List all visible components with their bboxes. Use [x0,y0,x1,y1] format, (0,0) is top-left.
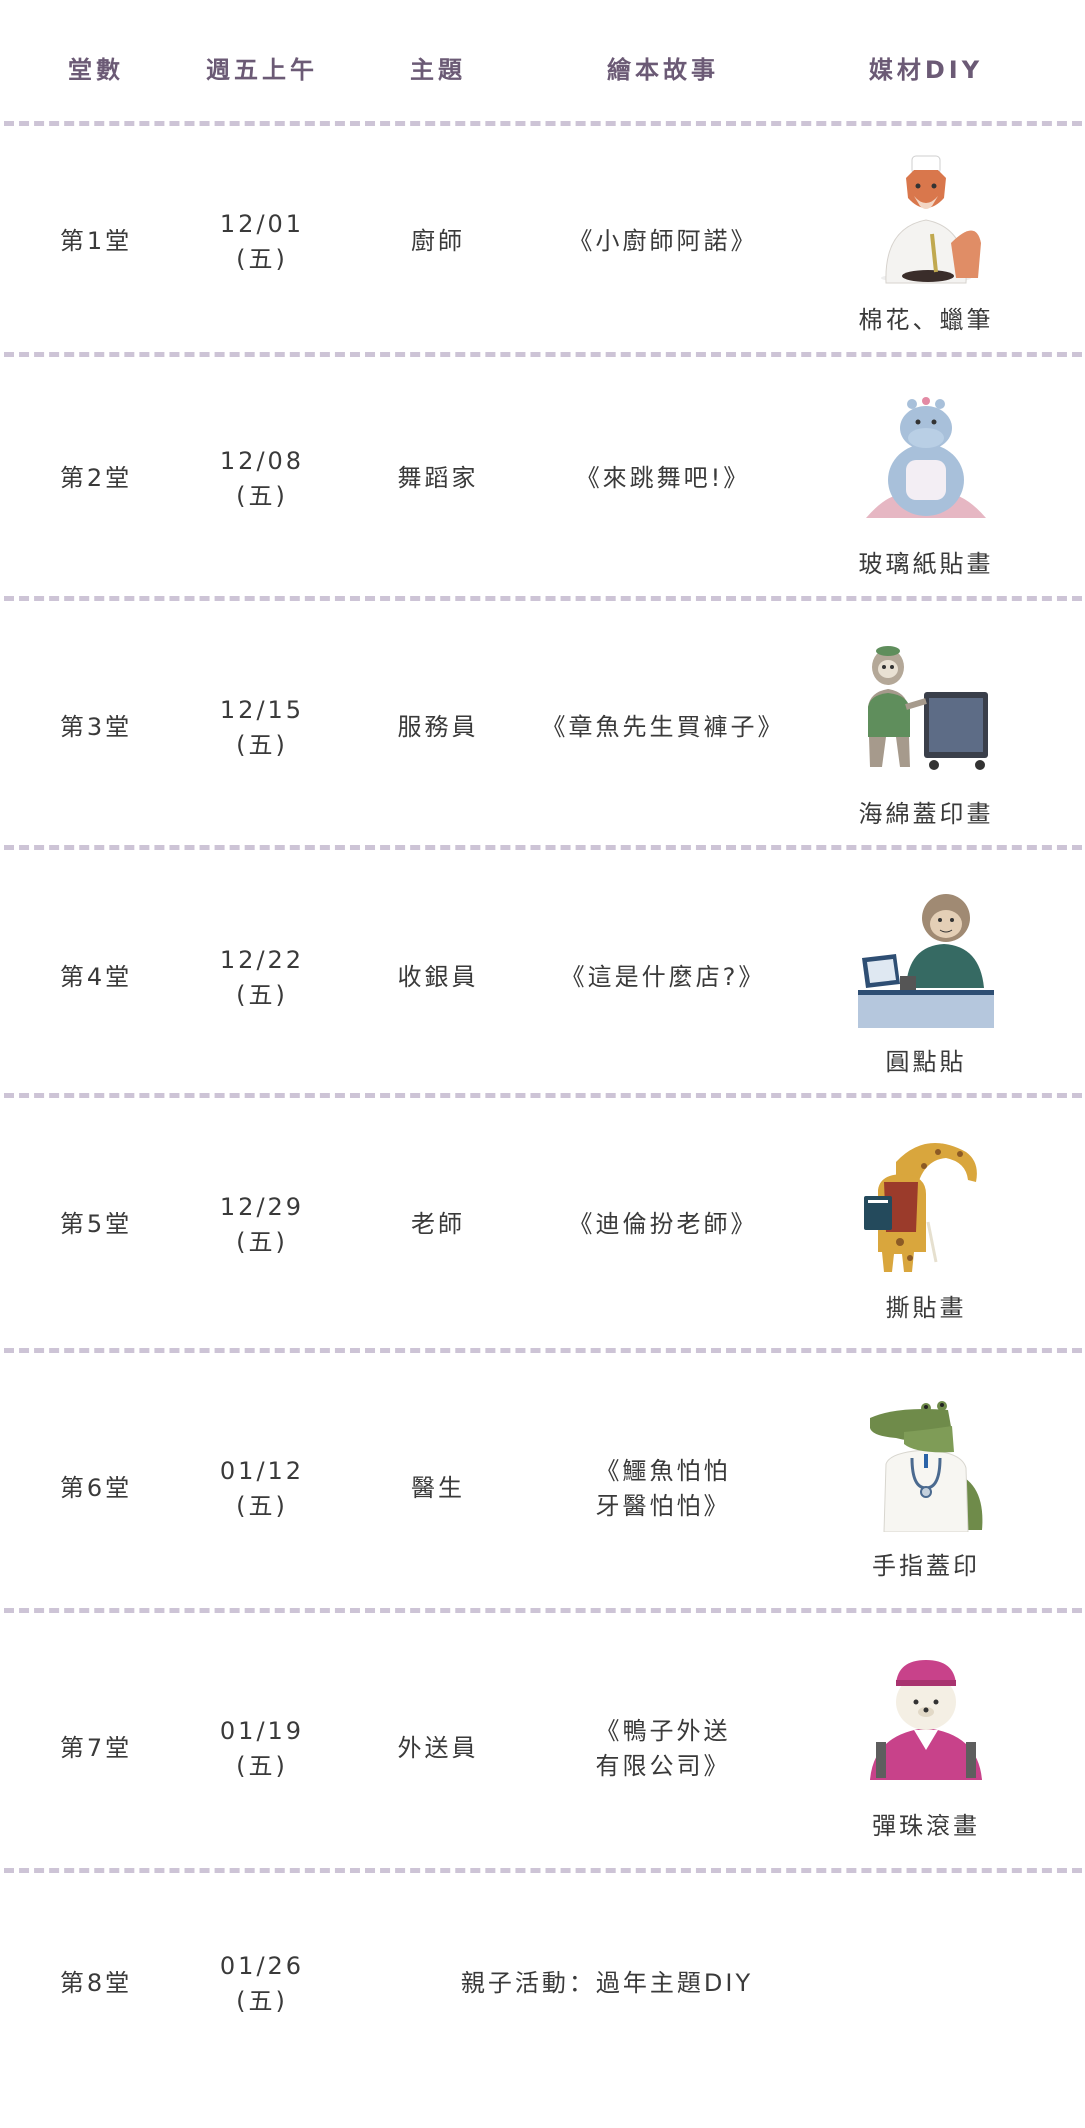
weekday-value: (五) [236,245,288,273]
date-cell: 12/22 (五) [220,943,304,1013]
theme-cell: 外送員 [397,1734,479,1762]
book-title-line-2: 牙醫怕怕》 [595,1492,731,1520]
date-value: 12/08 [219,447,305,475]
header-date: 週五上午 [206,56,318,84]
session-cell: 第4堂 [59,963,133,991]
session-cell: 第3堂 [59,713,133,741]
divider [4,1868,1082,1873]
date-value: 12/29 [219,1193,305,1221]
theme-cell: 廚師 [411,227,465,255]
hippo-dancer-illustration [856,388,996,528]
divider [4,1093,1082,1098]
session-cell: 第5堂 [59,1210,133,1238]
bear-delivery-illustration [856,1650,996,1790]
monkey-cashier-illustration [856,888,996,1028]
diy-material: 撕貼畫 [885,1294,967,1322]
header-book: 繪本故事 [607,56,719,84]
divider [4,121,1082,126]
diy-material: 棉花、蠟筆 [858,306,994,334]
book-title: 《小廚師阿諾》 [568,227,758,255]
date-value: 01/12 [219,1457,305,1485]
crocodile-doctor-illustration [856,1392,996,1532]
weekday-value: (五) [236,1492,288,1520]
book-title: 《章魚先生買褲子》 [541,713,785,741]
session-cell: 第1堂 [59,227,133,255]
session-cell: 第2堂 [59,464,133,492]
book-cell: 《小廚師阿諾》 [569,224,758,259]
date-value: 12/22 [219,946,305,974]
weekday-value: (五) [236,1987,288,2015]
giraffe-teacher-illustration [856,1132,996,1272]
fox-chef-illustration [856,148,996,288]
theme-cell: 舞蹈家 [397,464,479,492]
session-cell: 第6堂 [59,1474,133,1502]
weekday-value: (五) [236,731,288,759]
divider [4,1348,1082,1353]
book-title-line-2: 有限公司》 [595,1752,731,1780]
weekday-value: (五) [236,1228,288,1256]
book-cell: 《章魚先生買褲子》 [542,710,785,745]
divider [4,596,1082,601]
date-cell: 12/08 (五) [220,444,304,514]
book-title: 《迪倫扮老師》 [568,1210,758,1238]
activity-cell: 親子活動：過年主題DIY [460,1969,754,1997]
weekday-value: (五) [236,981,288,1009]
book-cell: 《鴨子外送 有限公司》 [596,1714,731,1784]
theme-cell: 收銀員 [397,963,479,991]
diy-material: 海綿蓋印畫 [858,800,994,828]
date-cell: 12/29 (五) [220,1190,304,1260]
divider [4,845,1082,850]
sloth-waiter-illustration [856,637,996,777]
header-diy: 媒材DIY [868,56,984,84]
theme-cell: 老師 [411,1210,465,1238]
header-session: 堂數 [68,56,124,84]
date-value: 01/19 [219,1717,305,1745]
diy-material: 手指蓋印 [872,1552,980,1580]
theme-cell: 醫生 [411,1474,465,1502]
book-cell: 《這是什麼店?》 [561,960,766,995]
weekday-value: (五) [236,1752,288,1780]
diy-material: 圓點貼 [885,1048,967,1076]
book-cell: 《鱷魚怕怕 牙醫怕怕》 [596,1454,731,1524]
book-title-line-1: 《鱷魚怕怕 [595,1457,731,1485]
divider [4,352,1082,357]
book-title: 《這是什麼店?》 [560,963,766,991]
date-value: 12/15 [219,696,305,724]
book-title: 《來跳舞吧!》 [575,464,751,492]
divider [4,1608,1082,1613]
session-cell: 第7堂 [59,1734,133,1762]
date-cell: 01/26 (五) [220,1949,304,2019]
diy-material: 玻璃紙貼畫 [858,550,994,578]
date-cell: 01/12 (五) [220,1454,304,1524]
book-cell: 《迪倫扮老師》 [569,1207,758,1242]
date-cell: 12/01 (五) [220,207,304,277]
book-cell: 《來跳舞吧!》 [576,461,751,496]
header-theme: 主題 [410,56,466,84]
diy-material: 彈珠滾畫 [872,1812,980,1840]
theme-cell: 服務員 [397,713,479,741]
date-value: 12/01 [219,210,305,238]
book-title-line-1: 《鴨子外送 [595,1717,731,1745]
date-value: 01/26 [219,1952,305,1980]
weekday-value: (五) [236,482,288,510]
date-cell: 12/15 (五) [220,693,304,763]
session-cell: 第8堂 [59,1969,133,1997]
date-cell: 01/19 (五) [220,1714,304,1784]
